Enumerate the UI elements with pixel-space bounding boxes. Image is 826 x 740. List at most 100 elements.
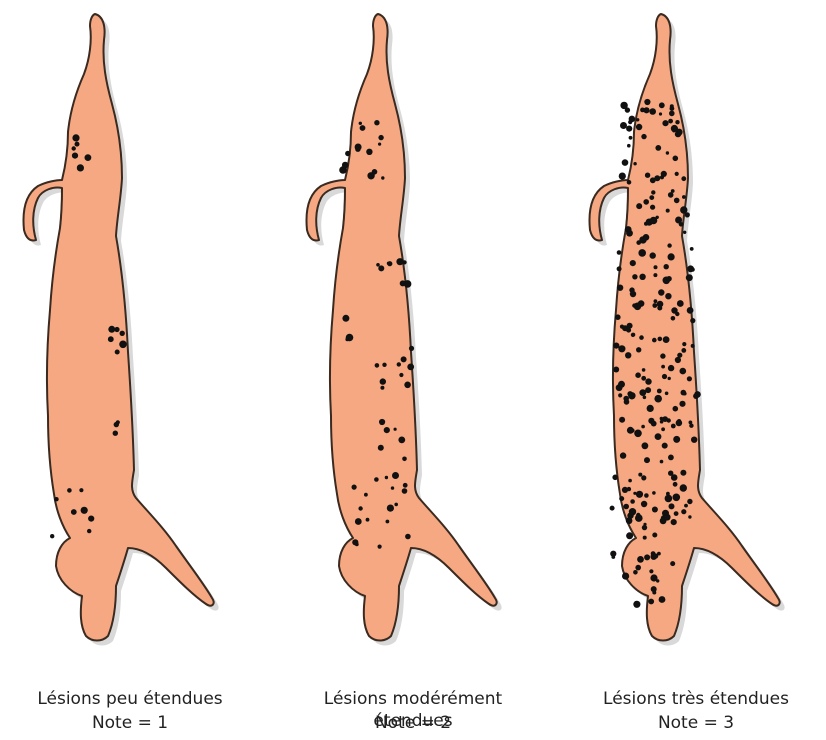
lesion-dot [688, 515, 691, 518]
lesion-dot [403, 483, 408, 488]
lesion-dot [366, 149, 372, 155]
lesion-dot [666, 209, 670, 213]
lesion-dot [654, 265, 658, 269]
lesion-dot [108, 336, 114, 342]
lesion-dot [657, 389, 662, 394]
lesion-dot [651, 421, 657, 427]
carcass-body [24, 14, 214, 641]
lesion-dot [641, 134, 646, 139]
lesion-dot [671, 316, 676, 321]
lesion-dot [668, 253, 675, 260]
lesion-dot [649, 108, 656, 115]
lesion-dot [685, 212, 690, 217]
lesion-dot [680, 368, 687, 375]
lesion-dot [664, 514, 671, 521]
lesion-dot [671, 125, 678, 132]
lesion-dot [85, 154, 92, 161]
lesion-dot [355, 518, 362, 525]
lesion-dot [650, 217, 658, 225]
lesion-dot [620, 452, 626, 458]
lesion-dot [653, 273, 657, 277]
lesion-dot [684, 504, 688, 508]
panel-score-2: Lésions modérément étendues Note = 2 [283, 0, 543, 740]
lesion-dot [114, 422, 119, 427]
lesion-dot [670, 561, 675, 566]
lesion-dot [359, 122, 362, 125]
lesion-dot [668, 455, 674, 461]
lesion-dot [397, 362, 401, 366]
lesion-dot [352, 485, 357, 490]
lesion-dot [622, 487, 628, 493]
lesion-dot [633, 570, 638, 575]
lesion-dot [634, 430, 642, 438]
lesion-dot [671, 424, 676, 429]
lesion-dot [638, 249, 646, 257]
lesion-dot [54, 497, 58, 501]
lesion-dot [657, 306, 662, 311]
lesion-dot [660, 175, 664, 179]
lesion-dot [643, 396, 647, 400]
lesion-dot [683, 231, 686, 234]
lesion-dot [627, 180, 632, 185]
lesion-dot [72, 153, 78, 159]
panel-score-1: Lésions peu étendues Note = 1 [0, 0, 260, 740]
lesion-dot [662, 443, 668, 449]
lesion-dot [670, 104, 674, 108]
lesion-dot [671, 189, 675, 193]
lesion-dot [378, 545, 382, 549]
lesion-dot [623, 396, 629, 402]
caption-score: Note = 3 [566, 712, 826, 734]
lesion-dot [400, 280, 406, 286]
lesion-dot [644, 493, 649, 498]
lesion-dot [113, 431, 118, 436]
lesion-dot [628, 392, 635, 399]
lesion-dot [630, 499, 635, 504]
lesion-dot [115, 350, 120, 355]
lesion-dot [632, 303, 636, 307]
lesion-dot [628, 479, 632, 483]
lesion-dot [392, 472, 399, 479]
lesion-dot [629, 508, 636, 515]
lesion-dot [380, 378, 386, 384]
lesion-dot [679, 222, 684, 227]
lesion-dot [617, 285, 623, 291]
lesion-dot [619, 173, 626, 180]
lesion-dot [668, 365, 674, 371]
lesion-dot [673, 436, 680, 443]
lesion-dot [381, 176, 384, 179]
lesion-dot [372, 169, 378, 175]
lesion-dot [656, 579, 659, 582]
lesion-dot [407, 364, 414, 371]
lesion-dot [690, 318, 695, 323]
lesion-dot [88, 516, 94, 522]
lesion-dot [358, 506, 362, 510]
lesion-dot [639, 236, 646, 243]
lesion-dot [655, 145, 661, 151]
lesion-dot [650, 252, 656, 258]
lesion-dot [630, 291, 636, 297]
lesion-dot [681, 390, 687, 396]
lesion-dot [402, 457, 407, 462]
lesion-dot [655, 433, 662, 440]
lesion-dot [622, 159, 629, 166]
lesion-dot [364, 493, 368, 497]
lesion-dot [642, 442, 649, 449]
lesion-dot [396, 258, 403, 265]
lesion-dot [661, 427, 665, 431]
lesion-dot [633, 162, 636, 165]
lesion-dot [626, 126, 632, 132]
lesion-dot [668, 377, 671, 380]
lesion-dot [72, 146, 76, 150]
lesion-dot [679, 401, 685, 407]
lesion-dot [650, 205, 655, 210]
lesion-dot [659, 596, 666, 603]
lesion-dot [640, 108, 645, 113]
lesion-dot [346, 335, 352, 341]
lesion-dot [659, 112, 662, 115]
lesion-dot [675, 357, 681, 363]
lesion-dot [690, 247, 694, 251]
lesion-dot [642, 368, 646, 372]
lesion-dot [652, 303, 657, 308]
lesion-dot [669, 111, 675, 117]
lesion-dot [387, 505, 394, 512]
